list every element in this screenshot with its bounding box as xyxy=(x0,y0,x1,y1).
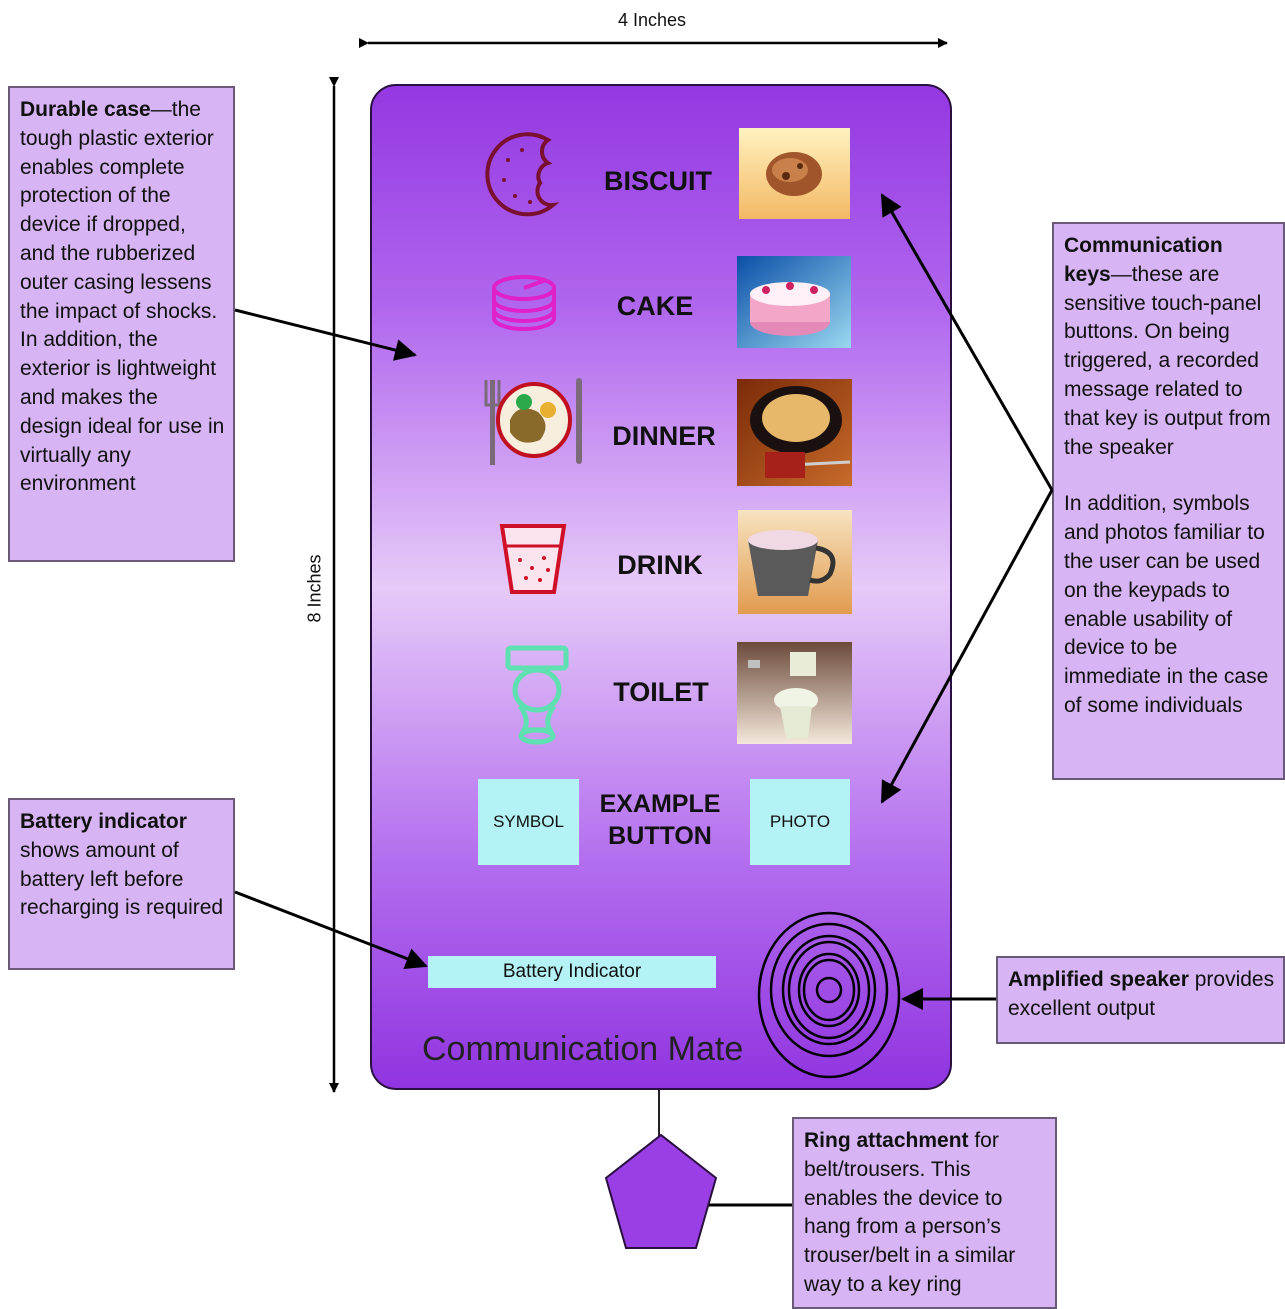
key-label-drink[interactable]: DRINK xyxy=(617,550,703,580)
key-label-biscuit[interactable]: BISCUIT xyxy=(604,166,712,196)
communication-keys-pointer-bottom xyxy=(880,489,1054,804)
toilet-icon xyxy=(505,645,569,745)
amplified-speaker-title: Amplified speaker xyxy=(1008,968,1189,991)
width-dimension-label: 4 Inches xyxy=(618,10,687,30)
device-brand-name: Communication Mate xyxy=(422,1030,744,1068)
key-label-dinner[interactable]: DINNER xyxy=(612,421,716,451)
ring-attachment-title: Ring attachment xyxy=(804,1129,969,1152)
example-button-label[interactable]: EXAMPLE BUTTON xyxy=(585,788,735,852)
durable-case-title: Durable case xyxy=(20,98,151,121)
toilet-photo xyxy=(737,642,852,744)
communication-keys-text-2: In addition, symbols and photos familiar… xyxy=(1064,492,1269,717)
battery-indicator: Battery Indicator xyxy=(428,956,716,988)
battery-indicator-title: Battery indicator xyxy=(20,810,187,833)
biscuit-icon xyxy=(485,132,560,217)
key-label-cake[interactable]: CAKE xyxy=(616,291,694,321)
example-photo-panel[interactable]: PHOTO xyxy=(750,779,850,865)
dinner-plate-icon xyxy=(484,378,582,465)
dinner-photo xyxy=(737,379,852,486)
biscuit-photo xyxy=(739,128,850,219)
battery-indicator-callout: Battery indicator shows amount of batter… xyxy=(8,798,235,970)
durable-case-pointer xyxy=(234,308,417,361)
battery-indicator-pointer xyxy=(234,890,428,970)
ring-attachment-callout: Ring attachment for belt/trousers. This … xyxy=(792,1117,1057,1309)
amplified-speaker-callout: Amplified speaker provides excellent out… xyxy=(996,956,1285,1044)
battery-indicator-text: shows amount of battery left before rech… xyxy=(20,838,224,920)
key-label-toilet[interactable]: TOILET xyxy=(613,677,709,707)
example-label-line1: EXAMPLE xyxy=(599,790,721,818)
cake-photo xyxy=(737,256,851,348)
amplified-speaker-text: provides excellent output xyxy=(1008,968,1275,1020)
durable-case-callout: Durable case—the tough plastic exterior … xyxy=(8,86,235,562)
mug-photo xyxy=(738,510,852,614)
example-symbol-panel[interactable]: SYMBOL xyxy=(478,779,579,865)
ring-attachment-text: for belt/trousers. This enables the devi… xyxy=(804,1129,1016,1296)
example-label-line2: BUTTON xyxy=(608,822,712,850)
communication-keys-callout: Communication keys—these are sensitive t… xyxy=(1052,222,1285,780)
communication-keys-pointer-top xyxy=(880,193,1054,491)
communication-keys-text: —these are sensitive touch-panel buttons… xyxy=(1064,262,1271,459)
drink-glass-icon xyxy=(499,524,567,594)
cake-icon xyxy=(492,275,556,331)
device-case xyxy=(370,84,952,1090)
speaker-icon xyxy=(757,911,901,1079)
ring-attachment-pentagon xyxy=(604,1133,718,1249)
durable-case-text: —the tough plastic exterior enables comp… xyxy=(20,98,225,496)
communication-keys-title: Communication keys xyxy=(1064,234,1223,286)
